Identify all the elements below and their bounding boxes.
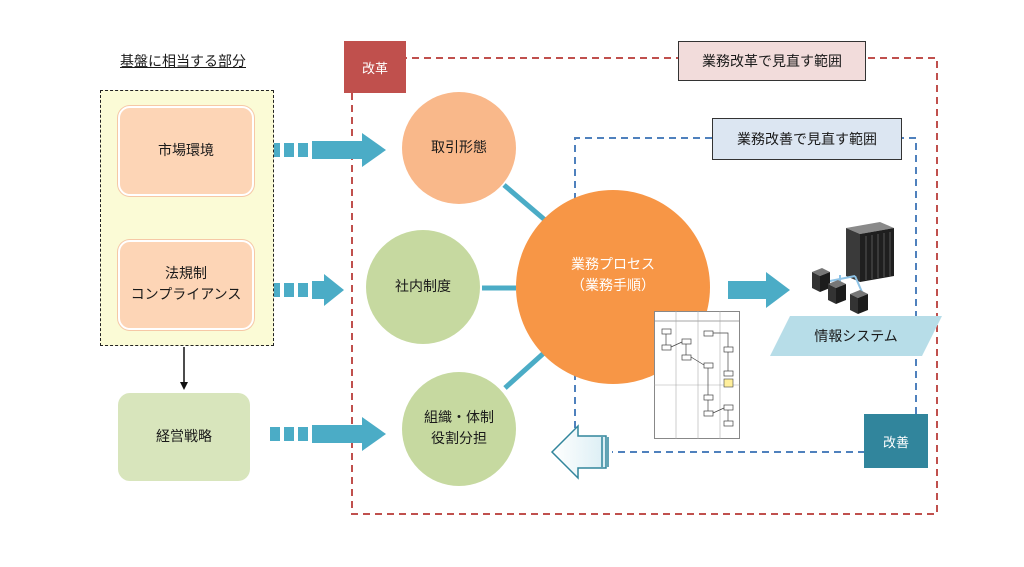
improve-tag-label: 改善 [882,435,909,451]
arrow-process-to-system [728,272,790,308]
flowchart-thumbnail [654,311,740,439]
regulation-label-line2: コンプライアンス [130,287,242,303]
strategy-label: 経営戦略 [156,428,212,445]
arrow-regulation-to-internal [270,274,344,306]
arrow-market-to-transaction [270,133,386,167]
arrow-strategy-to-org [270,417,386,451]
regulation-label-line1: 法規制 [165,266,207,282]
info-system-shape [770,316,942,356]
strategy-box: 経営戦略 [118,393,250,481]
organization-label-line2: 役割分担 [431,431,487,447]
connector-org [503,350,547,390]
reform-scope-frame [351,57,938,515]
server-icon [850,290,868,314]
info-system-label: 情報システム [814,329,898,345]
foundation-title: 基盤に相当する部分 [120,54,246,70]
business-process-label-line1: 業務プロセス [571,257,655,273]
organization-circle: 組織・体制 役割分担 [402,372,516,486]
transaction-label: 取引形態 [431,139,487,156]
server-icon [812,268,830,292]
reform-scope-text: 業務改革で見直す範囲 [702,54,842,70]
transaction-circle: 取引形態 [402,92,516,204]
regulation-box: 法規制 コンプライアンス [118,240,254,330]
improve-scope-text: 業務改善で見直す範囲 [737,132,877,148]
market-environment-label: 市場環境 [158,142,214,159]
feedback-arrow [550,424,607,480]
market-environment-box: 市場環境 [118,106,254,196]
improve-tag: 改善 [864,414,928,468]
reform-tag: 改革 [344,41,406,93]
server-rack-icon [846,222,894,282]
server-icon [828,280,846,304]
info-system-label-box: 情報システム [790,316,922,356]
improve-scope-label: 業務改善で見直す範囲 [712,118,902,160]
internal-system-circle: 社内制度 [366,230,480,344]
business-process-label-line2: （業務手順） [571,278,655,294]
connector-transaction [502,183,547,222]
reform-scope-label: 業務改革で見直す範囲 [678,41,866,81]
reform-tag-label: 改革 [361,61,388,77]
internal-system-label: 社内制度 [395,278,451,295]
organization-label-line1: 組織・体制 [424,410,494,426]
